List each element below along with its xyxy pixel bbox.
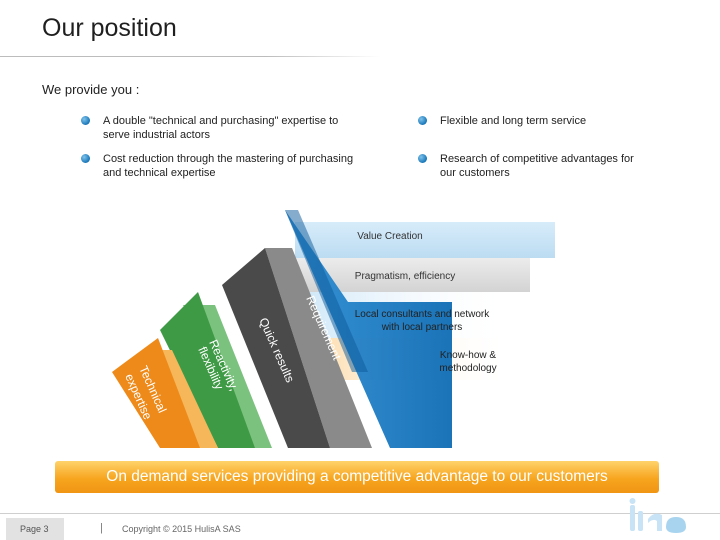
label-knowhow-2: methodology [439,363,496,374]
bullet-line: A double "technical and purchasing" expe… [103,115,339,127]
footer-separator: | [100,522,103,534]
step-quick-results-face [222,248,330,448]
step-quick-results-light [265,248,372,448]
bullet-icon [418,154,427,163]
bullet-line: and technical expertise [103,167,216,179]
bullet-technical-purchasing: A double "technical and purchasing" expe… [81,114,339,142]
value-proposition-banner: On demand services providing a competiti… [55,461,659,493]
label-pragmatism: Pragmatism, efficiency [355,271,455,282]
bullet-line: our customers [440,167,510,179]
label-knowhow-1: Know-how & [440,350,496,361]
bullet-line: Cost reduction through the mastering of … [103,153,354,165]
bullet-flexible-service: Flexible and long term service [418,114,587,128]
step-technical-face [112,338,200,448]
bullet-line: Flexible and long term service [440,115,587,127]
copyright-text: Copyright © 2015 HulisA SAS [122,524,241,534]
label-local-1: Local consultants and network [355,309,491,320]
bullet-line: serve industrial actors [103,129,210,141]
bullet-icon [418,116,427,125]
bullet-line: Research of competitive advantages for [440,153,634,165]
bullet-cost-reduction: Cost reduction through the mastering of … [81,152,354,180]
bullet-icon [81,116,90,125]
footer-divider [0,513,720,514]
page-number: Page 3 [6,518,64,540]
label-value-creation: Value Creation [357,231,422,242]
title-divider [0,56,380,57]
page-title: Our position [42,14,177,42]
label-local-2: with local partners [381,322,463,333]
bullet-competitive-advantages: Research of competitive advantages for o… [418,152,634,180]
company-logo [629,498,686,533]
bullet-icon [81,154,90,163]
intro-text: We provide you : [42,82,140,97]
step-shadow [285,210,368,372]
step-requirement-face [285,210,452,448]
step-reactivity-face [160,292,255,448]
level-band-value-creation [295,222,555,258]
